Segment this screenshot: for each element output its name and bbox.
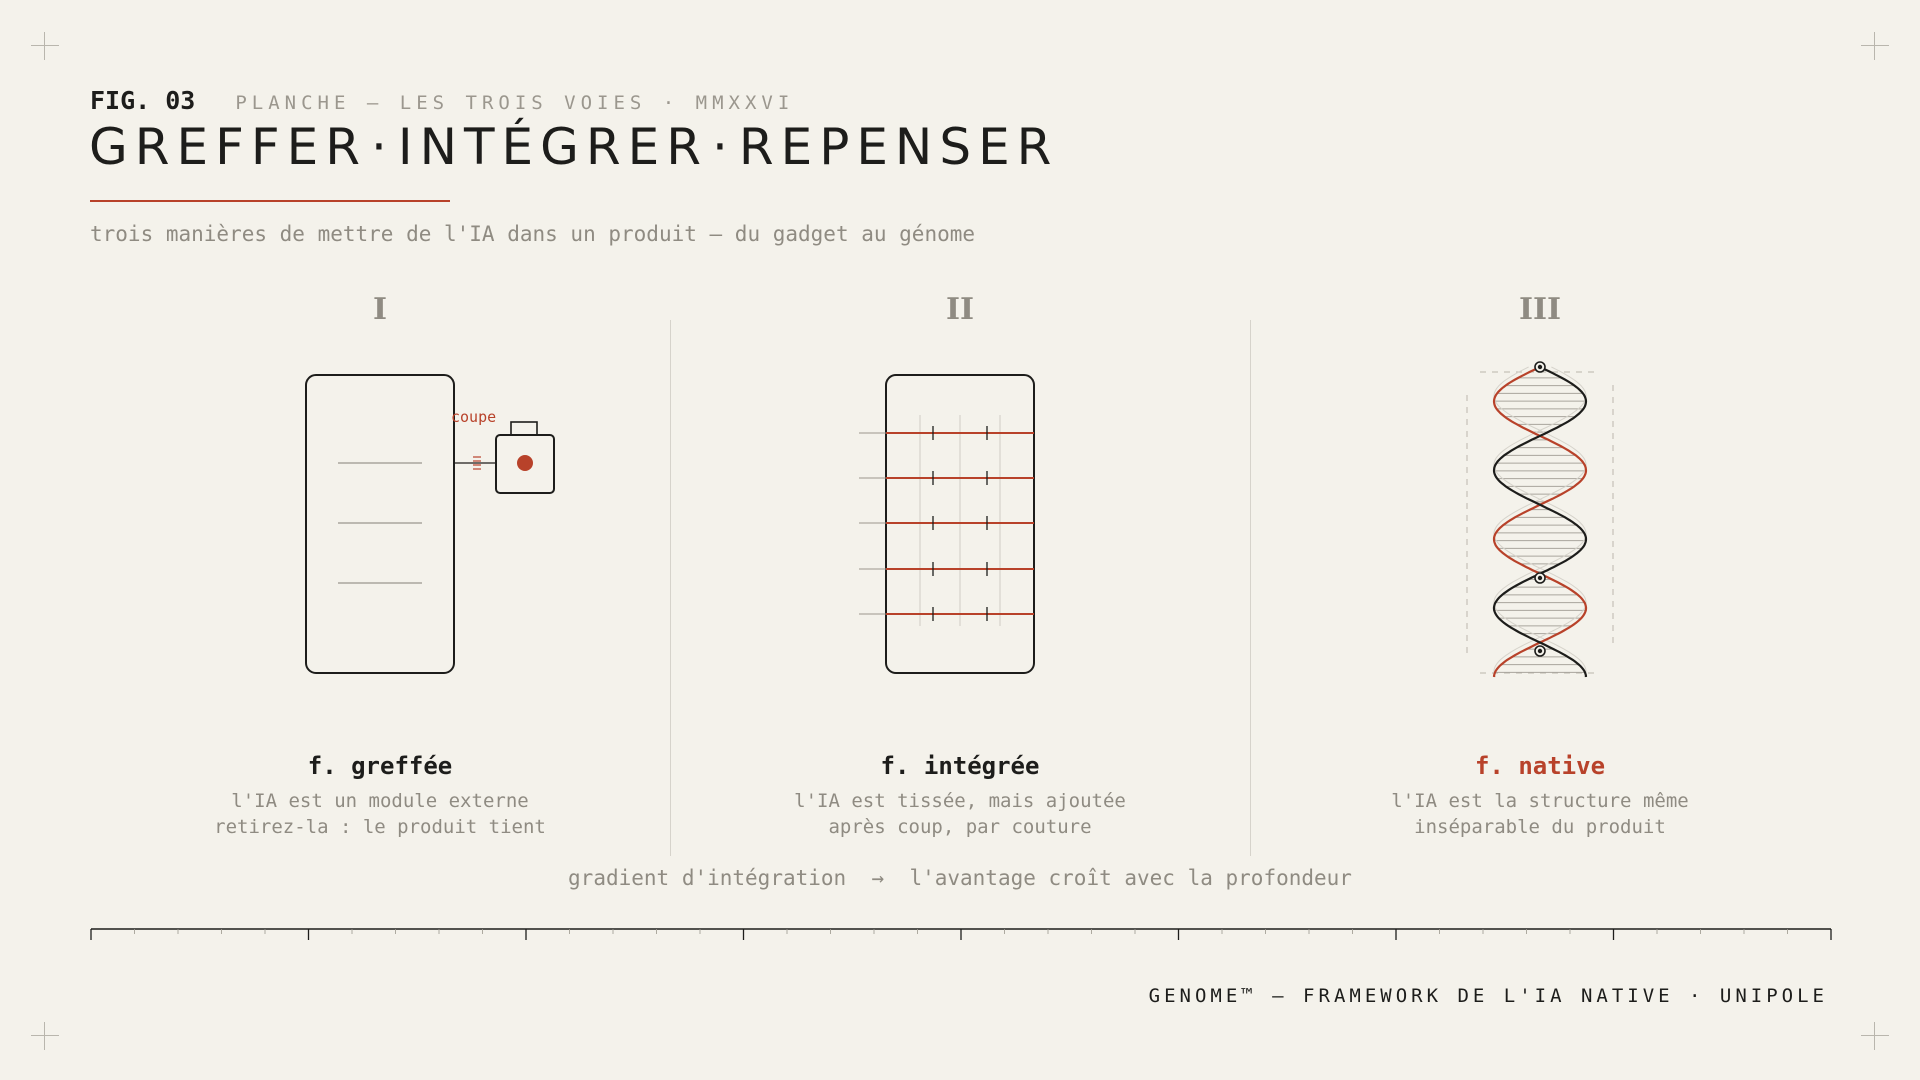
page-title: GREFFER·INTÉGRER·REPENSER [89,118,1058,176]
corner-mark-top-left [31,32,59,60]
column-title-grafted: f. greffée [307,752,453,780]
helix-strand-ink [1492,366,1588,678]
gradient-statement: l'avantage croît avec la profondeur [909,866,1352,890]
footer-credit: GENOME™ — FRAMEWORK DE L'IA NATIVE · UNI… [1148,985,1828,1007]
desc-line: l'IA est la structure même [1391,790,1689,812]
plate-caption: PLANCHE — LES TROIS VOIES · MMXXVI [235,92,795,114]
grafted-illustration: coupe [305,374,555,674]
column-divider [670,320,671,856]
module-clip [510,421,538,436]
helix-node-core [1537,364,1543,370]
integration-gradient-caption: gradient d'intégration → l'avantage croî… [0,866,1920,890]
double-helix [1466,361,1614,678]
helix-shadow-strand [1493,366,1587,678]
gradient-label: gradient d'intégration [568,866,847,890]
desc-line: retirez-la : le produit tient [214,816,546,838]
column-desc-integrated: l'IA est tissée, mais ajoutée après coup… [730,788,1190,840]
figure-number: FIG. 03 [90,86,196,115]
title-part-greffer: GREFFER [89,118,367,176]
weft-threads [919,415,1001,626]
title-part-repenser: REPENSER [738,118,1059,176]
column-title-integrated: f. intégrée [880,752,1040,780]
desc-line: l'IA est tissée, mais ajoutée [794,790,1126,812]
cut-annotation: coupe [451,408,496,426]
ai-core-dot [517,455,533,471]
column-numeral-2: II [945,292,975,327]
column-divider [1250,320,1251,856]
stitch-ticks [932,426,988,621]
title-separator: · [711,118,735,176]
figure-header: FIG. 03 PLANCHE — LES TROIS VOIES · MMXX… [90,86,794,115]
title-part-integrer: INTÉGRER [397,118,708,176]
column-desc-grafted: l'IA est un module externe retirez-la : … [150,788,610,840]
column-numeral-1: I [372,292,388,327]
column-desc-native: l'IA est la structure même inséparable d… [1310,788,1770,840]
gradient-ruler [90,928,1832,940]
corner-mark-top-right [1861,32,1889,60]
desc-line: après coup, par couture [828,816,1092,838]
native-helix-illustration [1466,361,1614,678]
product-body [305,374,455,674]
desc-line: inséparable du produit [1414,816,1666,838]
column-title-native: f. native [1474,752,1606,780]
corner-mark-bottom-right [1861,1022,1889,1050]
corner-mark-bottom-left [31,1022,59,1050]
title-separator: · [370,118,394,176]
helix-shadow-strand [1493,366,1587,678]
desc-line: l'IA est un module externe [231,790,529,812]
helix-strand-accent [1492,366,1588,678]
ai-module [495,434,555,494]
integrated-illustration [859,374,1035,674]
title-underline [90,200,450,202]
column-numeral-3: III [1518,292,1562,327]
helix-node-core [1537,648,1543,654]
helix-node-core [1537,575,1543,581]
arrow-right-icon: → [871,866,885,890]
page-subtitle: trois manières de mettre de l'IA dans un… [90,222,976,246]
stitch-lines [859,432,1034,615]
